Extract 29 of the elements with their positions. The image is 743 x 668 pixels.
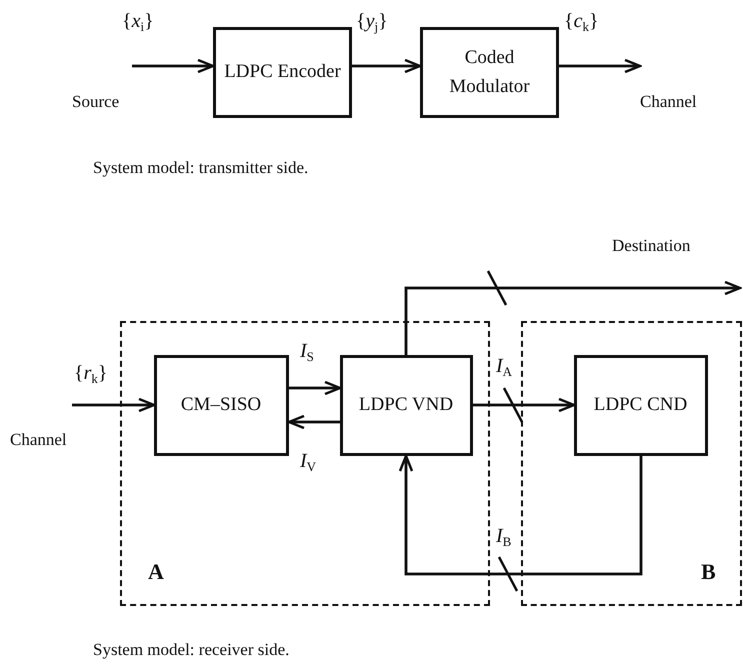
arrow: [404, 280, 742, 355]
arrow: [288, 414, 340, 430]
terminal-label: Channel: [640, 92, 698, 112]
process-block: [420, 27, 559, 118]
region-label: A: [148, 561, 164, 583]
arrow: [352, 58, 422, 74]
arrow: [473, 398, 576, 412]
process-block: [340, 354, 472, 456]
block-label: LDPC VND: [358, 392, 454, 417]
block-label: Coded Modulator: [448, 46, 531, 98]
dashed-region: [521, 321, 742, 606]
caption: System model: receiver side.: [93, 640, 290, 660]
terminal-label: Destination: [612, 236, 692, 256]
dashed-region: [120, 321, 490, 606]
region-label: B: [701, 561, 716, 583]
arrow: [398, 454, 642, 576]
block-label: LDPC Encoder: [224, 60, 341, 84]
arrow: [289, 380, 342, 396]
arrow: [132, 58, 214, 74]
terminal-label: Channel: [10, 430, 68, 450]
arrow: [559, 58, 642, 74]
process-block: [213, 27, 352, 118]
arrow: [72, 398, 156, 412]
process-block: [574, 354, 708, 456]
process-block: [154, 354, 288, 456]
block-label: CM–SISO: [180, 392, 262, 417]
terminal-label: Source: [72, 92, 120, 112]
block-label: LDPC CND: [594, 392, 688, 417]
caption: System model: transmitter side.: [93, 158, 308, 178]
